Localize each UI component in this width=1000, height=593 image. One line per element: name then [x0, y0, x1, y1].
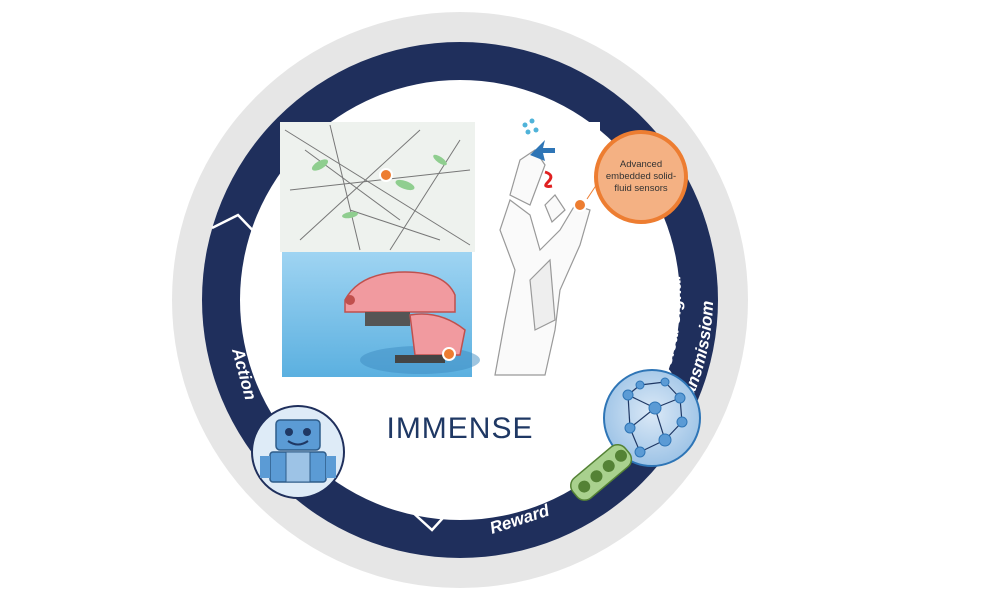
sensor-callout-text: Advanced embedded solid-fluid sensors — [605, 159, 677, 194]
hand-illustration — [280, 118, 600, 380]
sensor-callout: Advanced embedded solid-fluid sensors — [594, 130, 688, 224]
page-title: IMMENSE — [386, 412, 534, 445]
cycle-arrow-bottom — [409, 507, 453, 532]
neural-network-icon — [603, 369, 701, 467]
cycle-arrow-left — [211, 213, 263, 241]
robot-icon — [251, 405, 345, 499]
sensor-array-icon — [570, 443, 633, 501]
